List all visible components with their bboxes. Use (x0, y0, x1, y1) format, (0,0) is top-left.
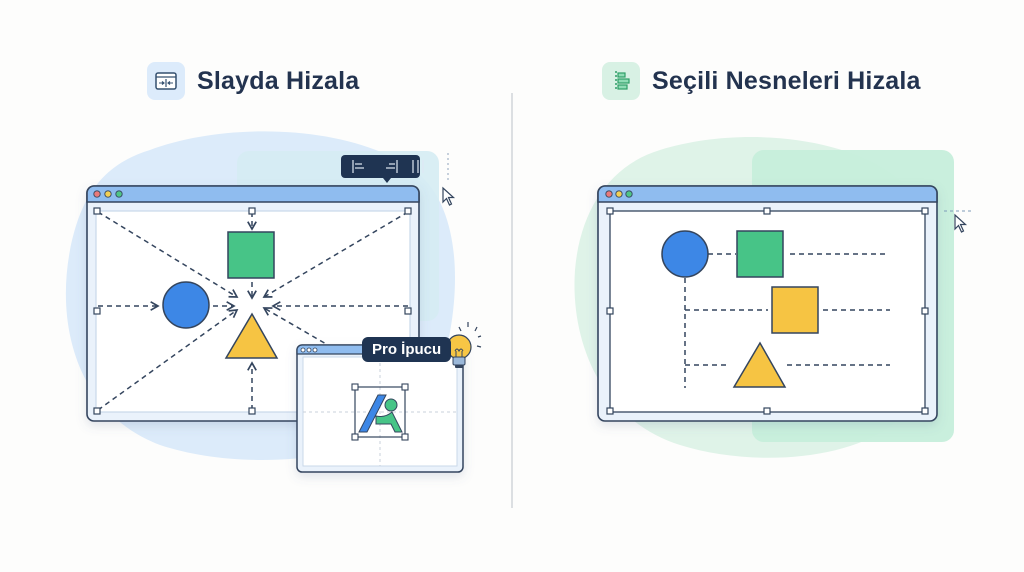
pro-tip-label: Pro İpucu (372, 341, 442, 358)
align-objects-icon (602, 62, 640, 100)
blue-circle-shape-right (661, 230, 709, 278)
green-square-shape-right (736, 230, 784, 278)
lightbulb-icon (446, 322, 482, 368)
pro-tip-badge: Pro İpucu (362, 337, 452, 362)
green-square-shape (227, 231, 275, 279)
yellow-triangle-shape-right (732, 341, 787, 388)
cursor-icon-right (954, 213, 968, 233)
distribute-horizontal-button[interactable] (407, 156, 429, 177)
right-title-text: Seçili Nesneleri Hizala (652, 66, 921, 95)
left-title-text: Slayda Hizala (197, 66, 360, 95)
cursor-icon (442, 186, 456, 206)
logo-icon (358, 394, 403, 433)
left-title: Slayda Hizala (147, 62, 359, 100)
selection-handles (93, 207, 412, 415)
align-left-button[interactable] (345, 156, 367, 177)
blue-circle-shape (162, 281, 210, 329)
yellow-triangle-shape (224, 312, 279, 359)
yellow-square-shape-right (771, 286, 819, 334)
align-to-slide-icon (147, 62, 185, 100)
right-title: Seçili Nesneleri Hizala (602, 62, 921, 100)
align-toolbar (341, 155, 424, 183)
align-right-button[interactable] (381, 156, 403, 177)
panel-divider (511, 93, 513, 508)
